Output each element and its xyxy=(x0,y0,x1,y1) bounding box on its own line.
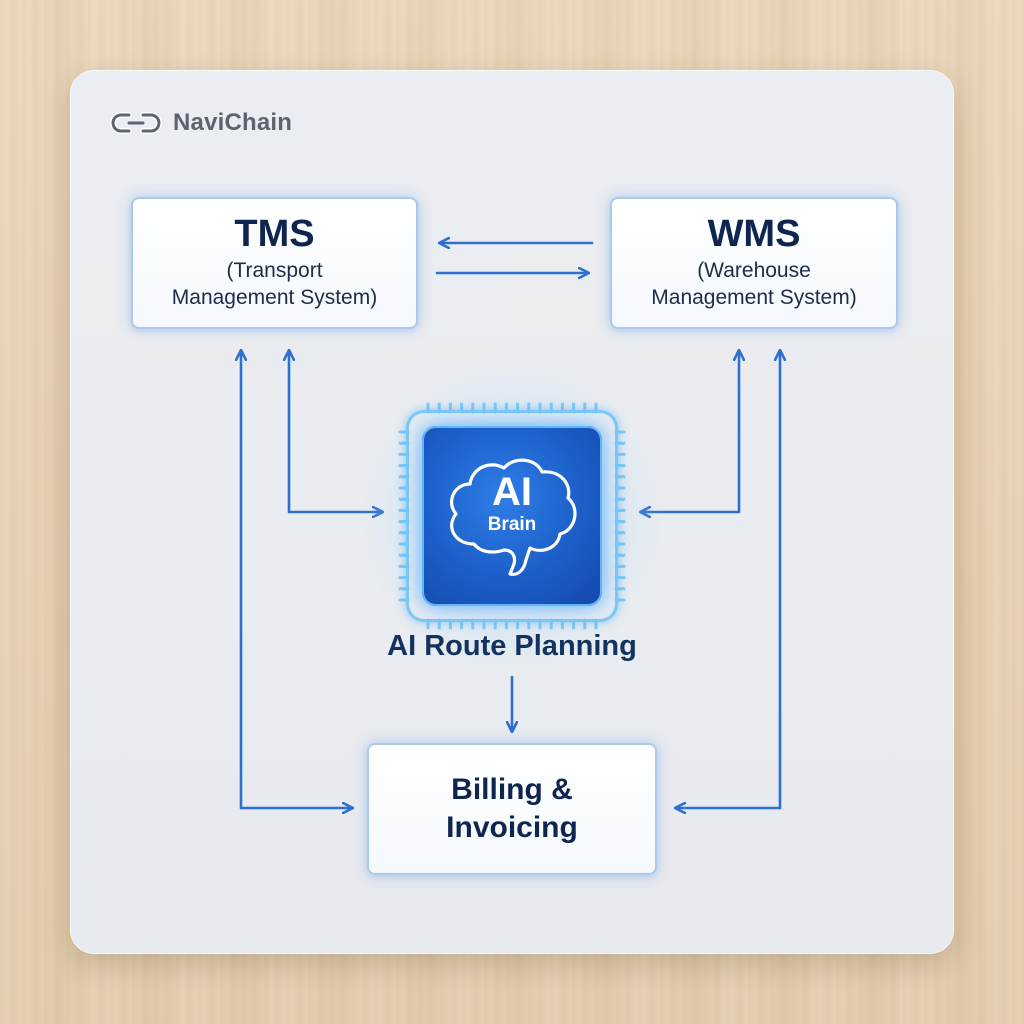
brain-chip-icon xyxy=(450,458,577,576)
ai-route-planning-label: AI Route Planning xyxy=(387,630,637,662)
arrow-wms-billing xyxy=(676,351,780,808)
wms-subtitle-line2: Management System) xyxy=(651,285,857,309)
ai-subtitle: Brain xyxy=(487,514,537,535)
wms-title: WMS xyxy=(707,213,801,256)
wms-subtitle-line1: (Warehouse xyxy=(697,258,811,282)
tms-title: TMS xyxy=(234,213,315,256)
tms-subtitle-line1: (Transport xyxy=(226,258,323,282)
ai-brain-chip[interactable]: AI Brain xyxy=(358,362,666,670)
tms-subtitle-line2: Management System) xyxy=(171,285,378,309)
billing-line1: Billing & xyxy=(451,773,573,806)
arrow-tms-billing xyxy=(241,351,352,808)
billing-node[interactable]: Billing & Invoicing xyxy=(367,743,657,875)
chip-core xyxy=(422,426,602,606)
tms-node[interactable]: TMS (Transport Management System) xyxy=(131,197,418,329)
brand: NaviChain xyxy=(107,106,292,140)
brand-name: NaviChain xyxy=(173,109,293,136)
chip-frame xyxy=(406,410,618,622)
billing-line2: Invoicing xyxy=(446,811,578,844)
ai-title: AI xyxy=(492,470,532,514)
chain-link-icon xyxy=(110,112,162,134)
wms-node[interactable]: WMS (Warehouse Management System) xyxy=(610,197,898,329)
